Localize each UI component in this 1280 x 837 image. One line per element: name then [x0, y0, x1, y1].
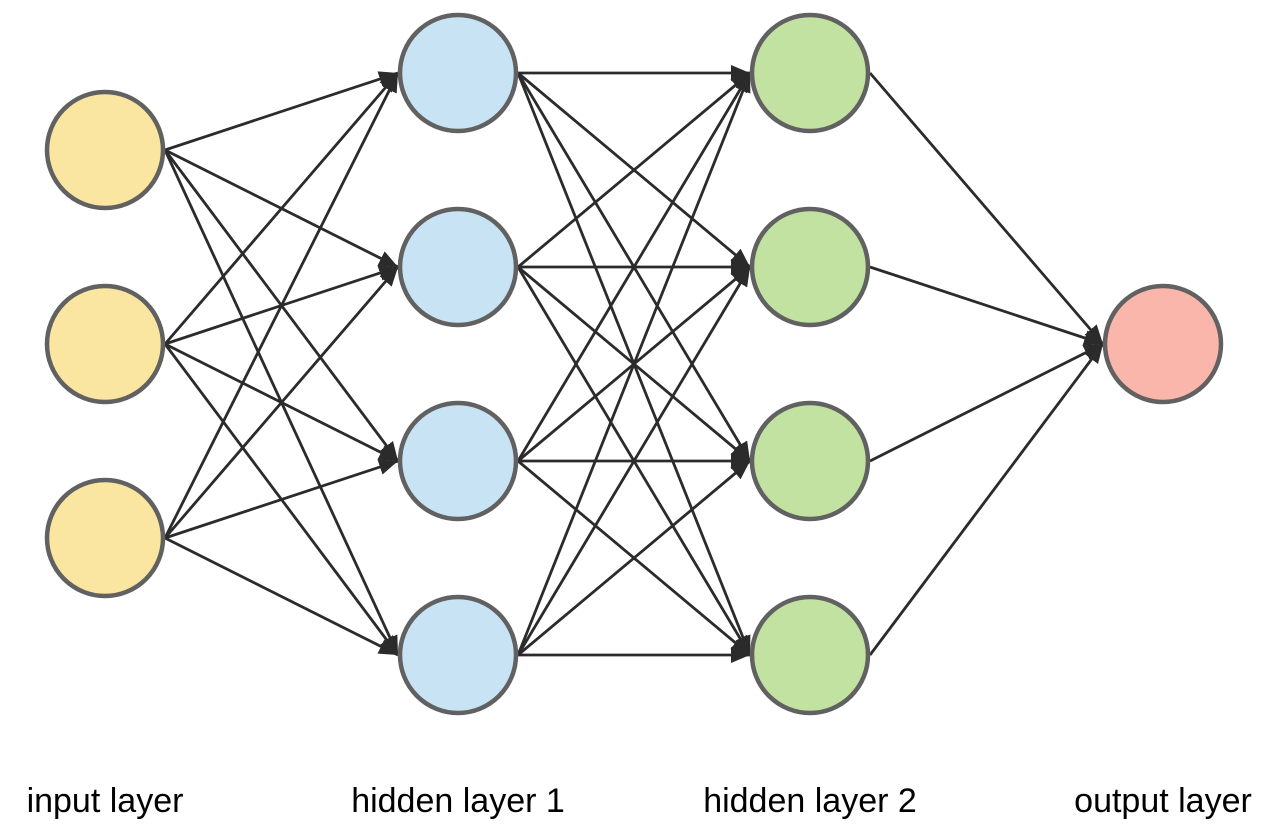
layer-label-output: output layer: [1074, 782, 1252, 820]
connection-hidden1-4-to-hidden2-1: [516, 72, 752, 656]
connections-group: [163, 65, 1105, 663]
layer-label-input: input layer: [27, 782, 184, 820]
connection-hidden1-4-to-hidden2-2: [516, 266, 752, 656]
nodes-group: [44, 12, 1224, 716]
connection-hidden1-2-to-hidden2-1: [517, 71, 751, 269]
hidden1-node-1: [397, 12, 519, 134]
hidden2-node-4: [749, 594, 871, 716]
input-node-1: [44, 89, 166, 211]
connection-input-1-to-hidden1-1: [164, 71, 399, 152]
connection-input-3-to-hidden1-2: [163, 266, 400, 539]
hidden1-node-4: [397, 594, 519, 716]
connection-hidden2-1-to-output-1: [868, 72, 1105, 345]
hidden2-node-2: [749, 206, 871, 328]
connection-input-3-to-hidden1-4: [164, 536, 399, 657]
hidden1-node-3: [397, 400, 519, 522]
connection-hidden1-3-to-hidden2-1: [516, 72, 752, 462]
connection-input-3-to-hidden1-1: [163, 72, 400, 539]
hidden1-node-2: [397, 206, 519, 328]
labels-group: input layer hidden layer 1 hidden layer …: [27, 782, 1252, 820]
output-node-1: [1102, 283, 1224, 405]
input-node-2: [44, 283, 166, 405]
layer-label-hidden2: hidden layer 2: [703, 782, 917, 820]
hidden2-node-1: [749, 12, 871, 134]
connection-input-3-to-hidden1-3: [164, 459, 399, 540]
connection-hidden2-4-to-output-1: [868, 343, 1105, 656]
connection-hidden2-2-to-output-1: [869, 265, 1104, 346]
layer-label-hidden1: hidden layer 1: [351, 782, 565, 820]
hidden2-node-3: [749, 400, 871, 522]
connection-hidden1-4-to-hidden2-3: [517, 459, 751, 657]
input-node-3: [44, 477, 166, 599]
connection-hidden2-3-to-output-1: [869, 342, 1104, 463]
connection-input-2-to-hidden1-1: [163, 72, 400, 345]
